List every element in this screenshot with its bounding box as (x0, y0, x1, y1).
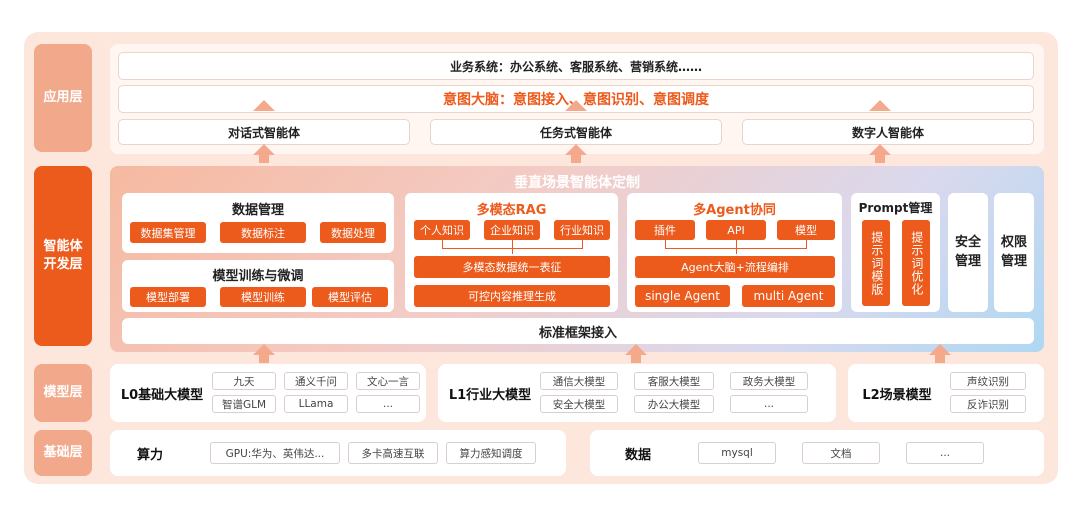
arrow-stem (259, 155, 269, 163)
l1-tag: 办公大模型 (634, 395, 714, 413)
l0-tag: ... (356, 395, 420, 413)
agent-brain-box: Agent大脑+流程编排 (635, 256, 835, 278)
api-box: API (706, 220, 766, 240)
compute-tag: 多卡高速互联 (348, 442, 438, 464)
l1-tag: ... (730, 395, 808, 413)
data-tag: mysql (698, 442, 776, 464)
arrow-stem (935, 355, 945, 363)
data-processing-box: 数据处理 (320, 222, 386, 243)
l0-title: L0基础大模型 (120, 387, 204, 403)
multi-agent-box: multi Agent (742, 285, 835, 307)
layer-label-agent: 智能体开发层 (34, 166, 92, 346)
prompt-template-box: 提示词模版 (862, 220, 890, 306)
up-arrow-icon (565, 144, 587, 155)
prompt-optimize-box: 提示词优化 (902, 220, 930, 306)
arrow-stem (259, 355, 269, 363)
l1-tag: 通信大模型 (540, 372, 618, 390)
security-management-box: 安全管理 (948, 193, 988, 312)
up-arrow-icon (565, 100, 587, 111)
l0-tag: 九天 (212, 372, 276, 390)
standard-framework-box: 标准框架接入 (122, 318, 1034, 344)
permission-management-box: 权限管理 (994, 193, 1034, 312)
enterprise-knowledge-box: 企业知识 (484, 220, 540, 240)
l1-title: L1行业大模型 (448, 387, 532, 403)
l0-tag: LLama (284, 395, 348, 413)
task-agent-box: 任务式智能体 (430, 119, 722, 145)
l1-tag: 客服大模型 (634, 372, 714, 390)
layer-label-base: 基础层 (34, 430, 92, 476)
single-agent-box: single Agent (635, 285, 730, 307)
l0-tag: 智谱GLM (212, 395, 276, 413)
multi-agent-title: 多Agent协同 (693, 203, 776, 218)
up-arrow-icon (253, 100, 275, 111)
model-train-box: 模型训练 (220, 287, 306, 307)
connector-line (442, 240, 443, 248)
connector-line (736, 240, 737, 254)
plugin-box: 插件 (635, 220, 695, 240)
data-tag: ... (906, 442, 984, 464)
up-arrow-icon (869, 144, 891, 155)
layer-label-app: 应用层 (34, 44, 92, 152)
l0-tag: 文心一言 (356, 372, 420, 390)
compute-tag: GPU:华为、英伟达... (210, 442, 340, 464)
model-box: 模型 (777, 220, 835, 240)
connector-line (582, 240, 583, 248)
data-tag: 文档 (802, 442, 880, 464)
compute-tag: 算力感知调度 (446, 442, 536, 464)
connector-line (806, 240, 807, 248)
up-arrow-icon (869, 100, 891, 111)
l2-tag: 反诈识别 (950, 395, 1026, 413)
arrow-stem (631, 355, 641, 363)
prompt-management-title: Prompt管理 (858, 201, 933, 215)
l1-tag: 安全大模型 (540, 395, 618, 413)
data-labeling-box: 数据标注 (220, 222, 306, 243)
unified-representation-box: 多模态数据统一表征 (414, 256, 610, 278)
layer-label-model: 模型层 (34, 364, 92, 422)
l1-tag: 政务大模型 (730, 372, 808, 390)
business-systems-box: 业务系统：办公系统、客服系统、营销系统…… (118, 52, 1034, 80)
l2-tag: 声纹识别 (950, 372, 1026, 390)
dataset-management-box: 数据集管理 (130, 222, 206, 243)
arrow-stem (571, 155, 581, 163)
personal-knowledge-box: 个人知识 (414, 220, 470, 240)
up-arrow-icon (625, 344, 647, 355)
l2-title: L2场景模型 (862, 387, 932, 403)
arrow-stem (875, 155, 885, 163)
controlled-generation-box: 可控内容推理生成 (414, 285, 610, 307)
data-title: 数据 (624, 447, 651, 463)
up-arrow-icon (929, 344, 951, 355)
l0-tag: 通义千问 (284, 372, 348, 390)
model-training-title: 模型训练与微调 (212, 269, 304, 284)
dev-panel-title: 垂直场景智能体定制 (514, 175, 640, 191)
connector-line (512, 240, 513, 254)
model-eval-box: 模型评估 (312, 287, 388, 307)
dialog-agent-box: 对话式智能体 (118, 119, 410, 145)
industry-knowledge-box: 行业知识 (554, 220, 610, 240)
multimodal-rag-title: 多模态RAG (476, 203, 547, 218)
up-arrow-icon (253, 144, 275, 155)
compute-title: 算力 (136, 447, 163, 463)
digital-human-agent-box: 数字人智能体 (742, 119, 1034, 145)
up-arrow-icon (253, 344, 275, 355)
model-deploy-box: 模型部署 (130, 287, 206, 307)
connector-line (665, 240, 666, 248)
data-management-title: 数据管理 (231, 203, 284, 218)
